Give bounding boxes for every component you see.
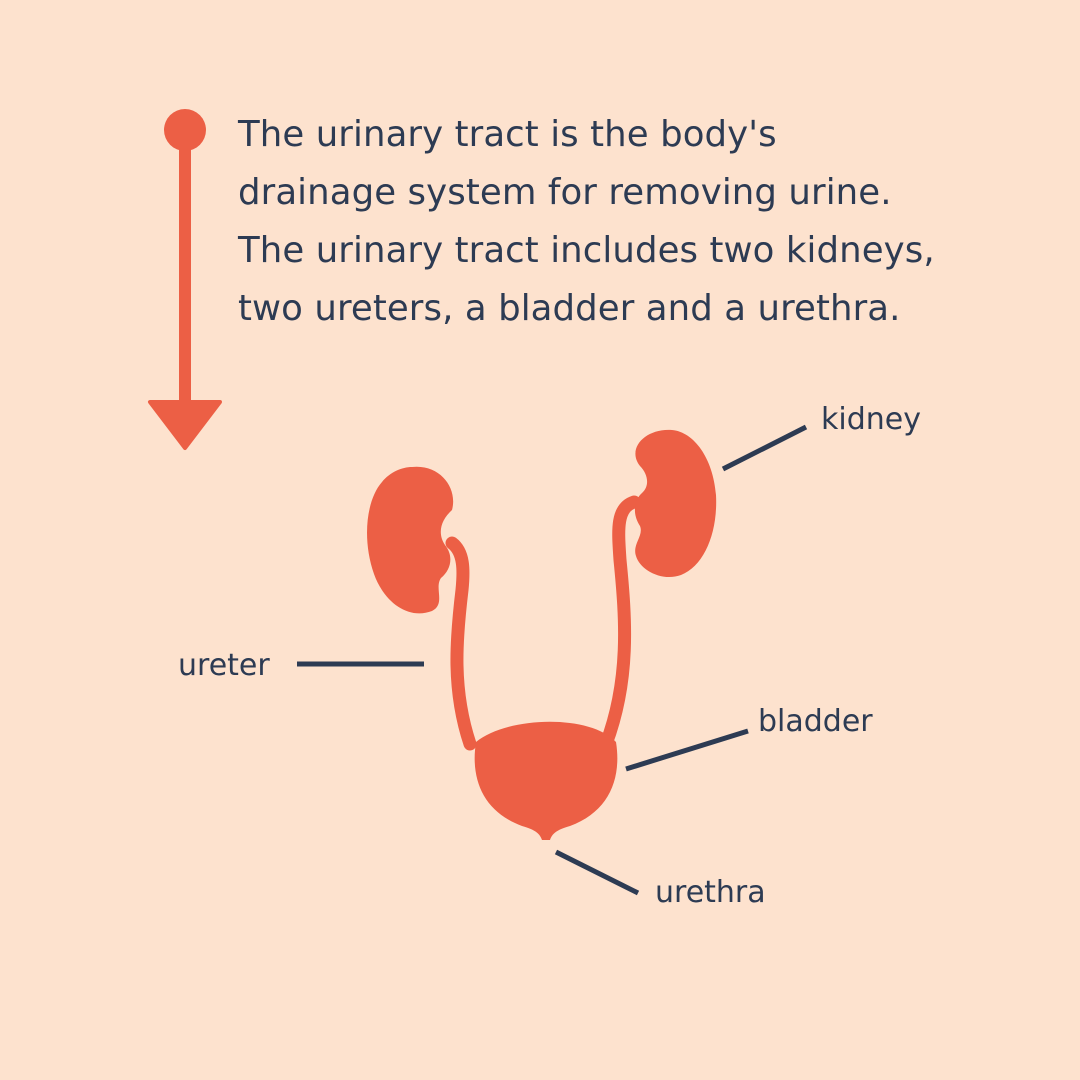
leader-lines — [297, 424, 808, 896]
intro-text: The urinary tract is the body's drainage… — [238, 106, 1038, 338]
arrow-head — [148, 400, 222, 450]
down-arrow-icon — [148, 109, 222, 450]
kidney-label: kidney — [821, 402, 921, 437]
left-kidney — [367, 466, 454, 614]
ureters — [445, 495, 641, 751]
intro-line: The urinary tract is the body's — [238, 114, 777, 155]
arrow-shaft — [179, 140, 191, 410]
urethra-label: urethra — [655, 875, 766, 910]
intro-line: The urinary tract includes two kidneys, — [238, 230, 935, 271]
right-ureter — [599, 495, 641, 751]
kidney-leader-line — [721, 424, 808, 472]
bladder-leader-line — [625, 728, 749, 772]
ureter-label: ureter — [178, 648, 270, 683]
intro-line: drainage system for removing urine. — [238, 172, 892, 213]
bladder — [474, 721, 618, 840]
bladder-label: bladder — [758, 704, 873, 739]
intro-line: two ureters, a bladder and a urethra. — [238, 288, 901, 329]
left-ureter — [445, 536, 477, 751]
right-kidney — [634, 429, 717, 578]
urethra-leader-line — [554, 849, 640, 896]
arrow-start-dot — [164, 109, 206, 151]
